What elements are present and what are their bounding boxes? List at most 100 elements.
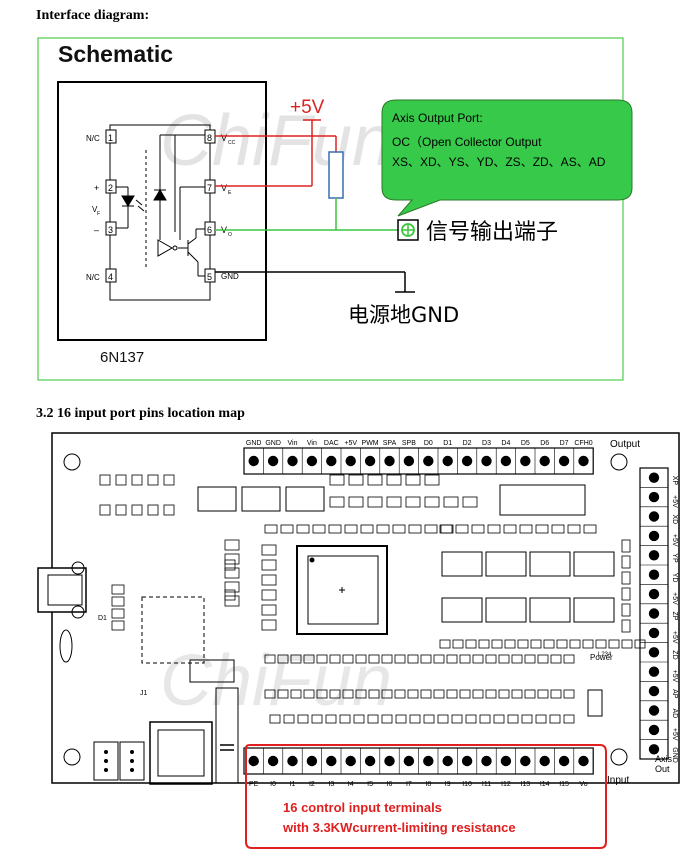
- axis-pin-label-2: XD: [671, 515, 678, 525]
- j1-label: J1: [140, 690, 148, 697]
- axis-terminal-2: [648, 511, 660, 522]
- axis-out-line2: Out: [655, 764, 670, 774]
- output-pin-label-5: +5V: [344, 440, 357, 447]
- input-terminal-14: [520, 755, 531, 767]
- schematic-title: Schematic: [58, 41, 173, 67]
- axis-terminal-9: [648, 647, 660, 658]
- axis-terminal-11: [648, 685, 660, 697]
- axis-pin-label-14: GND: [671, 747, 678, 763]
- input-terminal-5: [345, 755, 356, 767]
- axis-pin-label-13: +5V: [671, 728, 678, 741]
- input-pin-label-16: I15: [559, 781, 569, 788]
- output-terminal-1: [267, 455, 279, 467]
- output-pin-label-11: D2: [463, 440, 472, 447]
- axis-pin-label-10: +5V: [671, 670, 678, 683]
- input-pin-label-13: I12: [501, 781, 511, 788]
- pin-2-label: +: [94, 183, 99, 193]
- axis-pin-label-9: ZD: [671, 650, 678, 659]
- output-terminal-6: [364, 455, 376, 467]
- input-terminal-10: [442, 755, 453, 767]
- axis-pin-label-11: AP: [671, 689, 678, 699]
- output-terminal-15: [539, 455, 550, 467]
- output-label: Output: [610, 439, 640, 450]
- output-pin-label-15: D6: [540, 440, 549, 447]
- pin-4-label: N/C: [86, 273, 100, 282]
- axis-pin-label-8: +5V: [671, 631, 678, 644]
- axis-pin-label-0: XP: [671, 476, 678, 486]
- axis-terminal-14: [648, 744, 660, 755]
- callout-line1: Axis Output Port:: [392, 111, 483, 125]
- main-processor-chip: [296, 545, 388, 635]
- pin-5-num: 5: [207, 272, 212, 282]
- input-pin-label-2: I1: [290, 781, 296, 788]
- vf-sub: F: [97, 211, 100, 217]
- input-pin-label-8: I7: [406, 781, 412, 788]
- pin-1-label: N/C: [86, 134, 100, 143]
- output-terminal-4: [326, 455, 337, 467]
- output-pin-label-16: D7: [560, 440, 569, 447]
- output-terminal-9: [423, 455, 434, 467]
- chip-name: 6N137: [100, 349, 144, 366]
- pin-2-num: 2: [108, 183, 113, 193]
- signal-output-label: 信号输出端子: [426, 220, 558, 245]
- input-terminal-13: [500, 755, 512, 767]
- input-pin-label-4: I3: [328, 781, 334, 788]
- output-pin-label-4: DAC: [324, 440, 339, 447]
- schematic-watermark: ChiFun: [160, 101, 392, 181]
- input-pin-label-5: I4: [348, 781, 354, 788]
- input-pin-label-15: I14: [540, 781, 550, 788]
- input-terminal-16: [558, 755, 570, 767]
- axis-terminal-3: [648, 530, 660, 542]
- output-terminal-12: [481, 455, 492, 467]
- input-pin-label-6: I5: [367, 781, 373, 788]
- input-pin-label-3: I2: [309, 781, 315, 788]
- pin-6-num: 6: [207, 225, 212, 235]
- input-pin-label-10: I9: [445, 781, 451, 788]
- pin-1-num: 1: [108, 133, 113, 143]
- output-terminal-17: [578, 455, 589, 467]
- axis-pin-label-12: AD: [671, 709, 678, 719]
- output-terminal-16: [558, 455, 570, 467]
- chip-label: L234: [598, 652, 612, 658]
- output-pin-label-0: GND: [246, 440, 262, 447]
- output-pin-label-2: Vin: [288, 440, 298, 447]
- input-terminal-15: [539, 755, 550, 767]
- axis-pin-label-3: +5V: [671, 534, 678, 547]
- pin-5-label: GND: [221, 272, 239, 281]
- pin-8-sub: CC: [228, 140, 236, 146]
- output-terminal-10: [442, 455, 453, 467]
- input-pin-label-11: I10: [462, 781, 472, 788]
- output-pin-label-7: SPA: [383, 440, 397, 447]
- output-terminal-13: [500, 455, 512, 467]
- axis-terminal-5: [648, 569, 660, 580]
- axis-pin-label-6: +5V: [671, 592, 678, 605]
- axis-terminal-1: [648, 491, 660, 503]
- d1-label: D1: [98, 615, 107, 622]
- axis-terminal-13: [648, 724, 660, 736]
- axis-terminal-0: [648, 472, 660, 483]
- output-terminal-3: [306, 455, 318, 467]
- input-pin-label-0: PE: [249, 781, 259, 788]
- input-pin-label-7: I6: [387, 781, 393, 788]
- ethernet-jack: [149, 721, 213, 785]
- vf-label: V: [92, 205, 98, 214]
- axis-terminal-10: [648, 666, 660, 677]
- input-callout-frame: [245, 744, 607, 849]
- output-terminal-0: [248, 455, 259, 467]
- axis-terminal-6: [648, 588, 660, 600]
- axis-pin-label-1: +5V: [671, 495, 678, 508]
- input-terminal-12: [481, 755, 492, 767]
- input-terminal-2: [287, 755, 298, 767]
- input-callout-line1: 16 control input terminals: [283, 800, 442, 815]
- callout-line2: OC（Open Collector Output: [392, 135, 542, 149]
- output-pin-label-1: GND: [265, 440, 281, 447]
- axis-terminal-7: [648, 608, 660, 619]
- output-pin-label-12: D3: [482, 440, 491, 447]
- axis-terminal-8: [648, 627, 660, 639]
- ground-label: 电源地GND: [348, 303, 459, 327]
- input-pin-label-9: I8: [425, 781, 431, 788]
